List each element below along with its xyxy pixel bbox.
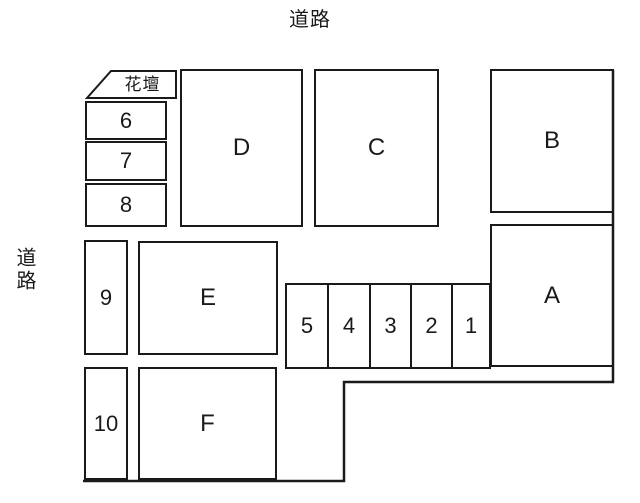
plot-c-shape — [314, 69, 439, 227]
space-10-shape — [84, 367, 128, 480]
plot-d-shape — [180, 69, 303, 227]
plot-e-shape — [138, 241, 278, 355]
plot-d-label: D — [232, 134, 251, 161]
space-1-label: 1 — [464, 313, 478, 338]
plot-f-label: F — [200, 409, 215, 437]
plot-f-shape — [138, 367, 277, 480]
road-label-left: 道路 — [13, 247, 35, 293]
plot-c-label: C — [367, 134, 386, 161]
space-5-label: 5 — [300, 313, 314, 338]
flower-bed-label: 花壇 — [124, 74, 161, 94]
space-10-label: 10 — [93, 410, 119, 436]
site-boundary-line — [83, 70, 615, 483]
plot-a-label: A — [543, 281, 560, 309]
space-7-label: 7 — [119, 148, 133, 173]
space-3-label: 3 — [384, 313, 397, 338]
space-8-label: 8 — [119, 192, 133, 217]
plot-b-label: B — [543, 127, 560, 154]
space-9-shape — [84, 240, 128, 355]
space-9-label: 9 — [99, 284, 113, 310]
plot-e-label: E — [199, 284, 216, 311]
space-8-shape — [85, 183, 167, 227]
space-2-label: 2 — [425, 313, 438, 338]
space-6-shape — [85, 101, 167, 140]
road-label-top: 道路 — [289, 9, 331, 31]
flower-bed-shape — [84, 70, 177, 99]
space-6-label: 6 — [119, 107, 133, 133]
space-4-label: 4 — [342, 313, 356, 338]
space-1-shape — [451, 283, 491, 369]
space-7-shape — [85, 141, 167, 181]
